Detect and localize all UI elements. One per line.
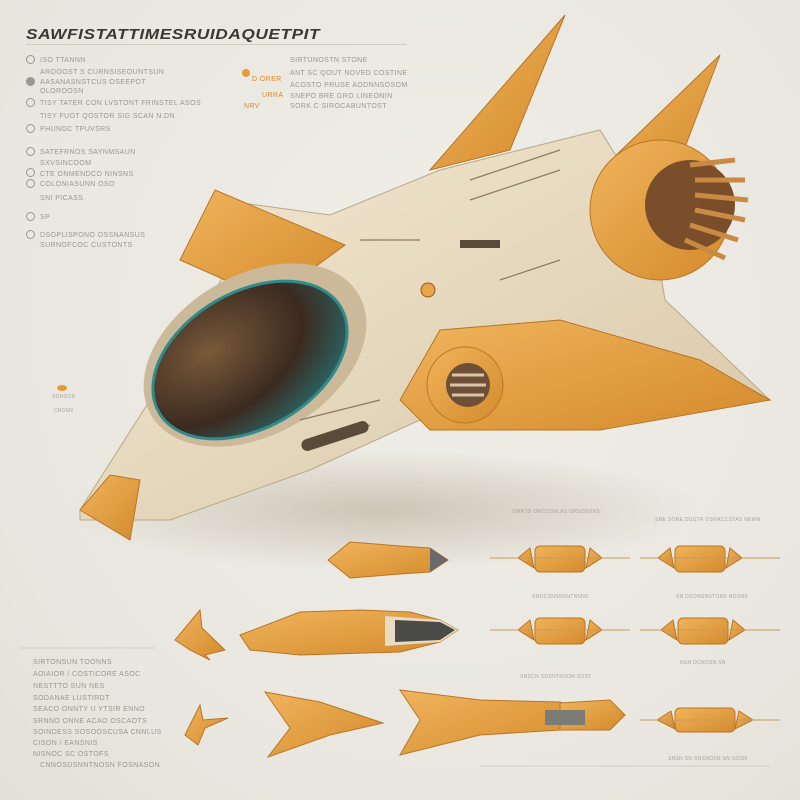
spec-tag: D ORER bbox=[252, 76, 282, 83]
spec-line: SXVSINCOOM bbox=[40, 160, 92, 167]
spec-line: AOIAIOR / COSTICORE ASOC bbox=[33, 671, 141, 678]
view-caption: SNSN SN SNSNOSN SN SOSN bbox=[668, 756, 748, 762]
spec-line: ISO TTANNN bbox=[40, 57, 86, 64]
spec-line: CNNOSDSNNTNOSN FOSNASON bbox=[40, 762, 161, 769]
spec-line: PHUNOC TPUVSRS bbox=[40, 126, 111, 133]
bullet-icon bbox=[26, 230, 35, 239]
spec-line: TISY TATER CON LVSTONT FRINSTEL ASOS bbox=[40, 100, 202, 107]
view-caption: SWNTS ONCOSNLAS ORSOSUNS bbox=[512, 509, 601, 515]
spec-line: SNEPO BRE GRO LINEONIN bbox=[290, 93, 393, 100]
bullet-icon bbox=[26, 212, 35, 221]
bullet-icon bbox=[26, 55, 35, 64]
view-caption: NSN DCNOSN SN bbox=[680, 660, 726, 666]
spec-tag: URRA bbox=[262, 92, 284, 99]
title-rule bbox=[26, 44, 406, 45]
small-label: CNSSN bbox=[54, 408, 74, 414]
spec-line: AROOOST S CURNSISEOUNTSUN bbox=[40, 69, 165, 76]
view-caption: SNE SONE DUSTR OSNACCSTAS NEWN bbox=[655, 517, 761, 523]
small-label: SONSOS bbox=[52, 394, 76, 400]
spec-line: SORK C SIROCABUNTOST bbox=[290, 103, 387, 110]
spec-line: SODANAE LUSTIRDT bbox=[33, 695, 110, 702]
spec-line: SATEFRNOS SAYNMSAUN bbox=[40, 149, 136, 156]
spec-line: CISON / EANSNIS bbox=[33, 740, 98, 747]
spec-line: OLOROOSN bbox=[40, 88, 84, 95]
spec-line: SRNNO ONNE ACAO OSCAOTS bbox=[33, 718, 148, 725]
bullet-icon bbox=[26, 168, 35, 177]
bullet-icon bbox=[26, 147, 35, 156]
bullet-icon bbox=[26, 77, 35, 86]
spec-line: SEACO ONNTY U YTSIR ENNO bbox=[33, 706, 146, 713]
spec-line: COLONIASUNN OSO bbox=[40, 181, 115, 188]
spec-line: TISY FUOT QOSTOR SIG SCAN N.DN bbox=[40, 113, 175, 120]
spec-line: NISNOC SC OSTOFS bbox=[33, 751, 109, 758]
view-caption: SN DSONSNSTONS NOSNS bbox=[676, 594, 749, 600]
spec-line: SIRTUNOSTN STONE bbox=[290, 57, 368, 64]
spec-line: DSOPLISPONO OSSNANSUS bbox=[40, 232, 146, 239]
spec-line: ACOSTO PRUSE AODNNSOSOM bbox=[290, 82, 408, 89]
spec-line: NESTTTO SUN NES bbox=[33, 683, 105, 690]
sheet-title: SAWFISTATTIMESRUIDAQUETPIT bbox=[26, 26, 321, 43]
bullet-icon bbox=[26, 179, 35, 188]
bullet-icon bbox=[26, 124, 35, 133]
bullet-icon bbox=[26, 98, 35, 107]
spec-line: SOINDESS SOSOOSCUSA CNNLUS bbox=[33, 729, 162, 736]
marker-dot-icon bbox=[242, 69, 250, 77]
marker-ellipse-icon bbox=[57, 385, 67, 391]
spec-tag: NRV bbox=[244, 103, 260, 110]
view-caption: SNOCSNSNSNTNSNS bbox=[532, 594, 589, 600]
spec-line: SURNOFCOC CUSTONTS bbox=[40, 242, 133, 249]
spec-line: CTE ONMENDCO NINSNS bbox=[40, 171, 134, 178]
spec-line: AASANASNSTCUS OSEEPOT bbox=[40, 79, 147, 86]
spec-line: ANT SC QOUT NOVED COSTINE bbox=[290, 70, 408, 77]
spec-line: SNI PICASS bbox=[40, 195, 84, 202]
spec-line: SIRTONSUN TOONNS bbox=[33, 659, 113, 666]
spec-line: SP bbox=[40, 214, 51, 221]
view-caption: SNSCN SOSNTNSON SOST bbox=[520, 674, 592, 680]
